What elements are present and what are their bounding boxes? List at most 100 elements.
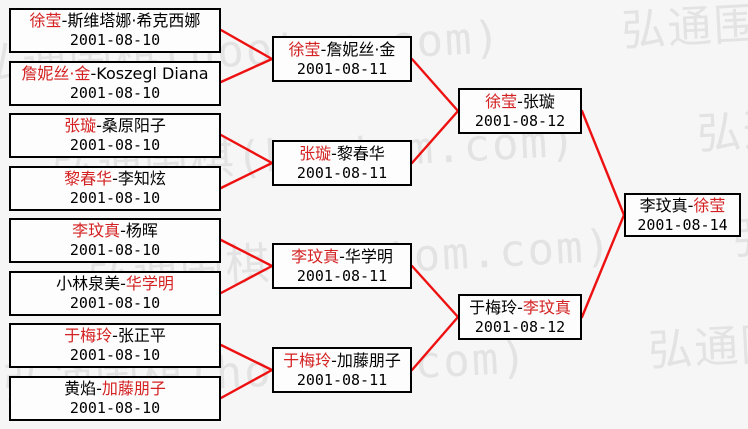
match-date: 2001-08-10 (69, 399, 161, 418)
match-r1-4: 黎春华-李知炫 2001-08-10 (9, 166, 221, 211)
dash: - (120, 274, 126, 294)
match-players: 黄焰-加藤朋子 (64, 379, 166, 399)
dash: - (517, 297, 523, 317)
connector-line (219, 28, 274, 61)
dash: - (96, 116, 102, 136)
match-r1-2: 詹妮丝·金-Koszegl Diana 2001-08-10 (9, 61, 221, 106)
dash: - (339, 246, 345, 266)
player2-name: 加藤朋子 (101, 379, 166, 399)
match-date: 2001-08-10 (69, 84, 161, 103)
match-r1-8: 黄焰-加藤朋子 2001-08-10 (9, 376, 221, 421)
connector-line (410, 109, 460, 165)
player2-name: 徐莹 (693, 195, 726, 215)
dash: - (112, 169, 118, 189)
player1-name: 小林泉美 (56, 274, 121, 294)
player1-name: 徐莹 (29, 11, 62, 31)
match-date: 2001-08-10 (69, 241, 161, 260)
player1-name: 于梅玲 (64, 326, 113, 346)
match-players: 李玟真-徐莹 (640, 196, 726, 216)
connector-line (219, 161, 274, 190)
player2-name: 张璇 (522, 91, 555, 111)
match-players: 张璇-黎春华 (299, 144, 385, 164)
match-r2-1: 徐莹-詹妮丝·金 2001-08-11 (272, 36, 412, 82)
player2-name: 李知炫 (117, 169, 166, 189)
match-players: 于梅玲-加藤朋子 (283, 351, 401, 371)
match-r2-3: 李玟真-华学明 2001-08-11 (272, 243, 412, 289)
connector-line (410, 264, 460, 319)
match-players: 于梅玲-李玟真 (469, 298, 571, 318)
player1-name: 李玟真 (291, 246, 340, 266)
connector-line (219, 368, 274, 400)
player1-name: 詹妮丝·金 (21, 64, 91, 84)
match-players: 小林泉美-华学明 (56, 274, 174, 294)
connector-line (219, 343, 274, 372)
match-players: 张璇-桑原阳子 (64, 116, 166, 136)
match-players: 李玟真-杨晖 (72, 221, 158, 241)
player1-name: 于梅玲 (469, 297, 518, 317)
player2-name: Koszegl Diana (96, 64, 209, 84)
match-date: 2001-08-10 (69, 189, 161, 208)
connector-line (219, 57, 274, 84)
player1-name: 张璇 (299, 143, 332, 163)
dash: - (320, 39, 327, 59)
connector-line (219, 133, 274, 165)
dash: - (687, 195, 694, 215)
dash: - (120, 221, 126, 241)
match-players: 徐莹-斯维塔娜·希克西娜 (30, 11, 201, 31)
player2-name: 华学明 (344, 246, 393, 266)
match-r1-5: 李玟真-杨晖 2001-08-10 (9, 218, 221, 263)
player2-name: 黎春华 (336, 143, 385, 163)
match-players: 徐莹-詹妮丝·金 (289, 40, 396, 60)
match-date: 2001-08-12 (474, 317, 566, 336)
connector-line (410, 315, 460, 372)
connector-line (580, 213, 626, 319)
match-date: 2001-08-10 (69, 136, 161, 155)
dash: - (90, 64, 97, 84)
dash: - (331, 350, 337, 370)
match-date: 2001-08-11 (296, 163, 388, 182)
match-date: 2001-08-10 (69, 294, 161, 313)
connector-line (219, 238, 274, 268)
match-players: 黎春华-李知炫 (64, 169, 166, 189)
player2-name: 华学明 (125, 274, 174, 294)
dash: - (96, 379, 102, 399)
match-date: 2001-08-14 (637, 215, 728, 234)
player2-name: 加藤朋子 (336, 350, 401, 370)
match-sf-1: 徐莹-张璇 2001-08-12 (458, 88, 582, 134)
player1-name: 李玟真 (72, 221, 121, 241)
connector-line (580, 109, 626, 217)
match-final: 李玟真-徐莹 2001-08-14 (624, 193, 741, 237)
player2-name: 斯维塔娜·希克西娜 (67, 11, 201, 31)
player1-name: 黄焰 (64, 379, 97, 399)
match-r2-2: 张璇-黎春华 2001-08-11 (272, 140, 412, 186)
dash: - (331, 143, 337, 163)
match-date: 2001-08-11 (296, 370, 388, 389)
match-r1-6: 小林泉美-华学明 2001-08-10 (9, 271, 221, 316)
match-date: 2001-08-10 (69, 346, 161, 365)
match-date: 2001-08-11 (296, 59, 388, 78)
dash: - (112, 326, 118, 346)
player1-name: 徐莹 (288, 39, 321, 59)
player1-name: 徐莹 (485, 91, 518, 111)
dash: - (61, 11, 68, 31)
match-players: 李玟真-华学明 (291, 247, 393, 267)
match-sf-2: 于梅玲-李玟真 2001-08-12 (458, 294, 582, 340)
match-r1-7: 于梅玲-张正平 2001-08-10 (9, 323, 221, 368)
player1-name: 李玟真 (639, 195, 688, 215)
match-players: 于梅玲-张正平 (64, 326, 166, 346)
match-players: 徐莹-张璇 (485, 92, 555, 112)
connector-line (219, 264, 274, 295)
match-players: 詹妮丝·金-Koszegl Diana (21, 64, 208, 84)
player1-name: 张璇 (64, 116, 97, 136)
player1-name: 于梅玲 (283, 350, 332, 370)
player2-name: 詹妮丝·金 (326, 39, 396, 59)
connector-line (410, 57, 460, 113)
match-r2-4: 于梅玲-加藤朋子 2001-08-11 (272, 347, 412, 393)
player2-name: 桑原阳子 (101, 116, 166, 136)
player1-name: 黎春华 (64, 169, 113, 189)
match-date: 2001-08-12 (474, 111, 566, 130)
match-date: 2001-08-10 (69, 31, 161, 50)
match-r1-1: 徐莹-斯维塔娜·希克西娜 2001-08-10 (9, 8, 221, 53)
